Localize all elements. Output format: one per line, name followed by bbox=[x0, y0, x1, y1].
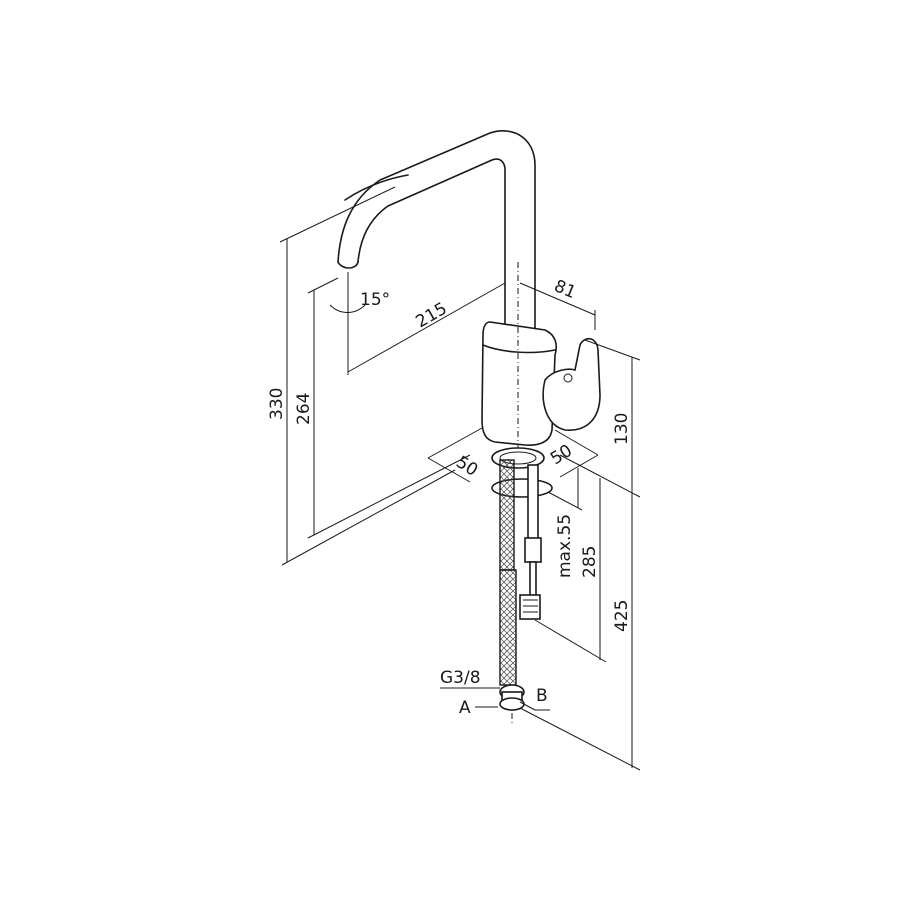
dim-130: 130 bbox=[612, 413, 632, 445]
dim-81: 81 bbox=[551, 276, 579, 303]
label-a: A bbox=[459, 698, 471, 718]
dim-264: 264 bbox=[294, 393, 314, 425]
dimension-lines bbox=[279, 186, 641, 771]
dim-425: 425 bbox=[612, 600, 632, 632]
spout bbox=[337, 130, 536, 336]
label-b: B bbox=[536, 686, 548, 706]
lever-handle bbox=[542, 337, 601, 431]
dim-215: 215 bbox=[413, 299, 451, 333]
dim-15deg: 15° bbox=[360, 290, 390, 310]
label-g38: G3/8 bbox=[440, 668, 481, 688]
faucet-body bbox=[481, 321, 558, 446]
dim-50-right: 50 bbox=[547, 441, 576, 469]
dim-50-left: 50 bbox=[452, 452, 481, 480]
hoses bbox=[499, 459, 542, 711]
dim-285: 285 bbox=[580, 546, 600, 578]
dim-max55: max.55 bbox=[555, 514, 575, 578]
dim-330: 330 bbox=[267, 388, 287, 420]
